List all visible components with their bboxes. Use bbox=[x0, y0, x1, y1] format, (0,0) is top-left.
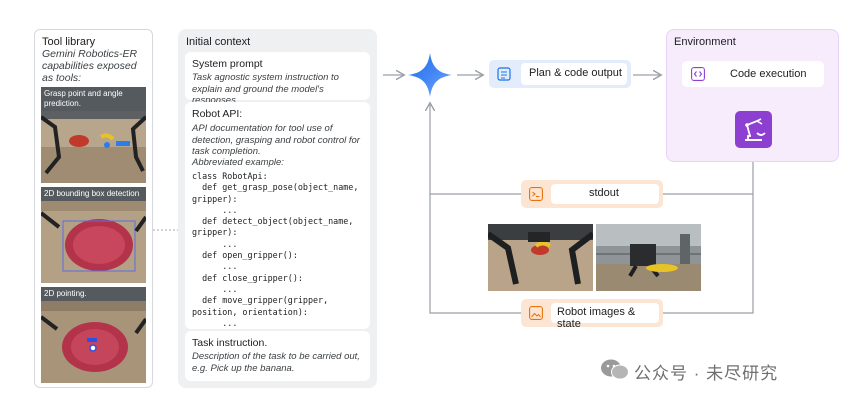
bbox-scene-image bbox=[41, 187, 146, 283]
system-prompt-title: System prompt bbox=[192, 58, 263, 70]
tool-thumbnail-bbox: 2D bounding box detection bbox=[41, 187, 146, 283]
tool-label-grasp: Grasp point and angle prediction. bbox=[41, 87, 146, 111]
system-prompt-card: System prompt Task agnostic system instr… bbox=[185, 52, 370, 106]
plan-code-output-label: Plan & code output bbox=[529, 67, 622, 79]
code-execution-label: Code execution bbox=[730, 68, 807, 80]
arrow-stdout-to-model bbox=[430, 104, 521, 195]
task-instruction-card: Task instruction. Description of the tas… bbox=[185, 331, 370, 381]
plan-code-output-box: Plan & code output bbox=[489, 60, 631, 88]
tool-thumbnail-pointing: 2D pointing. bbox=[41, 287, 146, 383]
watermark: 公众号 · 未尽研究 bbox=[600, 355, 850, 385]
robot-camera-image-side bbox=[596, 224, 701, 291]
robot-api-example-label: Abbreviated example: bbox=[192, 157, 284, 168]
robot-api-card: Robot API: API documentation for tool us… bbox=[185, 102, 370, 329]
gemini-sparkle-icon bbox=[408, 53, 452, 97]
robot-api-body: API documentation for tool use of detect… bbox=[192, 123, 360, 157]
task-instruction-body: Description of the task to be carried ou… bbox=[192, 351, 360, 374]
watermark-text: 公众号 · 未尽研究 bbox=[634, 364, 779, 383]
robot-camera-image-top bbox=[488, 224, 593, 291]
plan-document-icon bbox=[497, 67, 511, 81]
environment-title: Environment bbox=[674, 36, 736, 48]
pointing-scene-image bbox=[41, 287, 146, 383]
tool-library-subtitle: Gemini Robotics-ER capabilities exposed … bbox=[42, 48, 138, 84]
terminal-icon bbox=[529, 187, 543, 201]
robot-api-code: class RobotApi: def get_grasp_pose(objec… bbox=[192, 171, 359, 328]
system-prompt-body: Task agnostic system instruction to expl… bbox=[192, 72, 339, 106]
image-icon bbox=[529, 306, 543, 320]
line-env-to-images bbox=[663, 194, 754, 314]
line-images-to-model bbox=[429, 194, 521, 314]
code-execution-box: Code execution bbox=[682, 61, 824, 87]
stdout-box: stdout bbox=[521, 180, 663, 208]
tool-thumbnail-grasp: Grasp point and angle prediction. bbox=[41, 87, 146, 183]
robot-arm-icon bbox=[735, 111, 772, 148]
initial-context-title: Initial context bbox=[186, 36, 251, 48]
robot-images-state-box: Robot images & state bbox=[521, 299, 663, 330]
tool-label-bbox: 2D bounding box detection bbox=[41, 187, 146, 201]
stdout-label: stdout bbox=[589, 187, 619, 199]
line-env-to-stdout bbox=[663, 162, 754, 195]
tool-label-pointing: 2D pointing. bbox=[41, 287, 146, 301]
tool-library-title: Tool library bbox=[42, 36, 96, 48]
code-brackets-icon bbox=[691, 67, 705, 81]
robot-api-title: Robot API: bbox=[192, 108, 243, 120]
robot-images-state-label: Robot images & state bbox=[557, 306, 636, 330]
task-instruction-title: Task instruction. bbox=[192, 337, 268, 349]
wechat-icon bbox=[601, 359, 629, 380]
